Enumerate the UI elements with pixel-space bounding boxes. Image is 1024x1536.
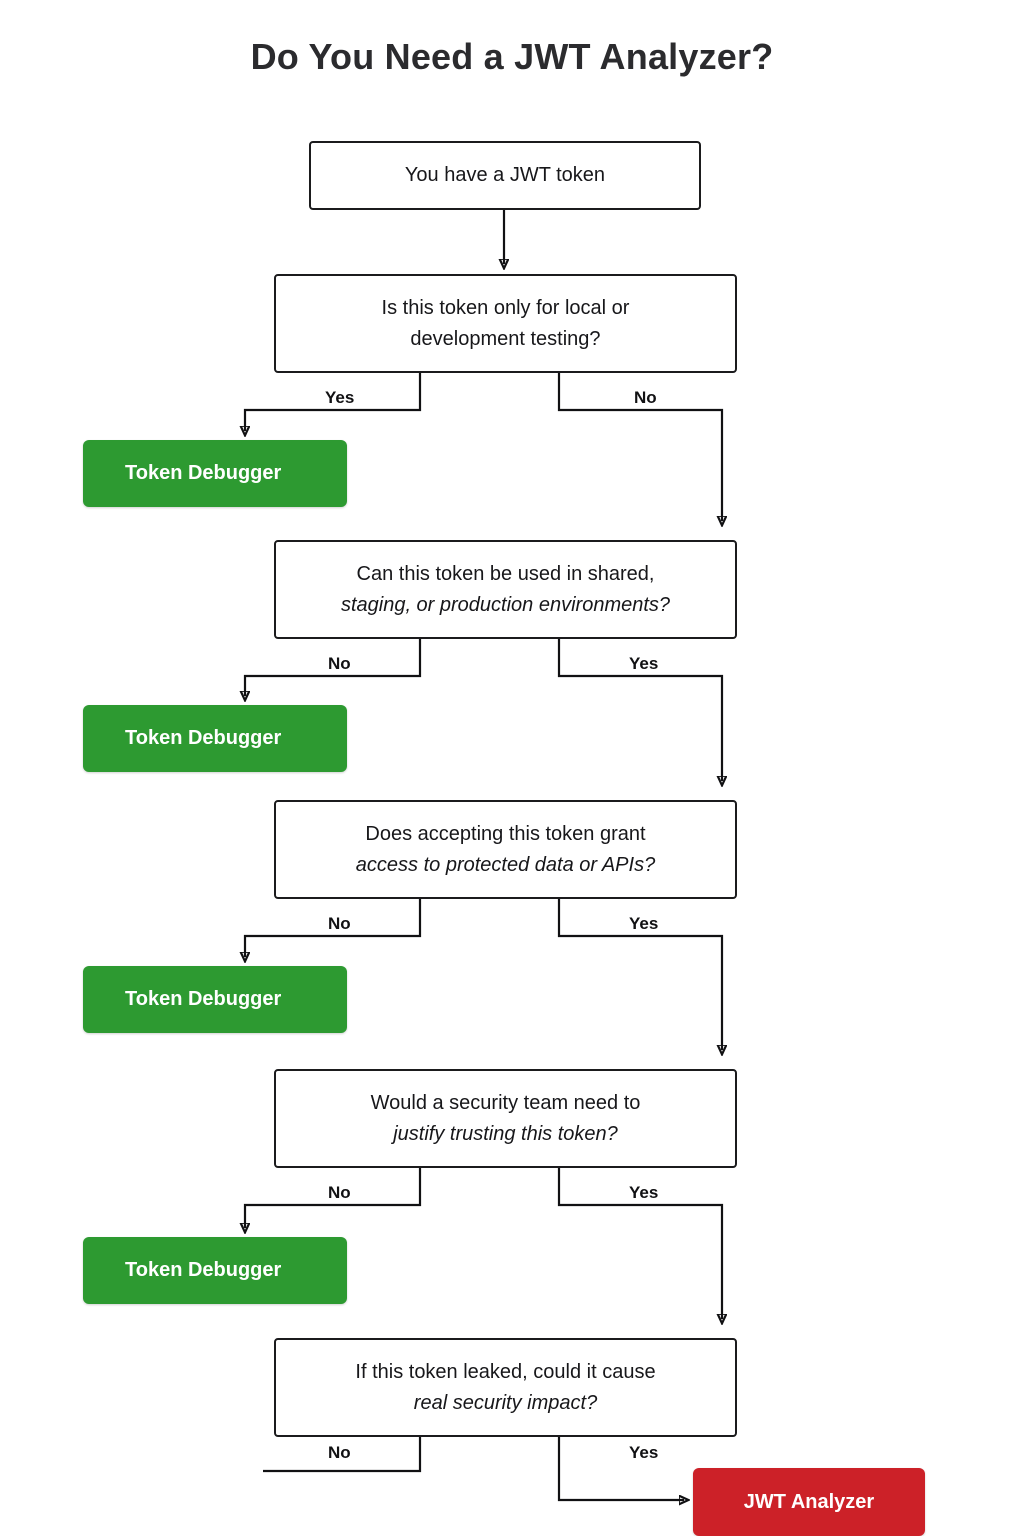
node-outcome-4[interactable]: Token Debugger — [83, 1237, 347, 1304]
node-question-1-text: Is this token only for local or developm… — [382, 293, 630, 355]
question-4-line-2: justify trusting this token? — [393, 1122, 618, 1145]
question-1-line-1: Is this token only for local or — [381, 296, 630, 319]
node-question-4[interactable]: Would a security team need to justify tr… — [274, 1069, 737, 1168]
edge-label-q3-no: No — [328, 914, 351, 933]
edge-label-q3-yes: Yes — [629, 914, 659, 933]
node-outcome-3[interactable]: Token Debugger — [83, 966, 347, 1033]
question-5-line-2: real security impact? — [413, 1391, 598, 1414]
edge-label-q4-no: No — [328, 1183, 351, 1202]
edge-q4-no — [245, 1168, 422, 1228]
node-start-label: You have a JWT token — [404, 164, 606, 186]
node-outcome-1[interactable]: Token Debugger — [83, 440, 347, 507]
node-question-1[interactable]: Is this token only for local or developm… — [274, 274, 737, 373]
node-outcome-1-label: Token Debugger — [125, 462, 282, 484]
question-2-line-1: Can this token be used in shared, — [356, 562, 655, 585]
question-3-line-1: Does accepting this token grant — [365, 822, 646, 845]
edge-label-q2-yes: Yes — [629, 654, 659, 673]
node-question-5-text: If this token leaked, could it cause rea… — [355, 1357, 655, 1419]
node-outcome-final[interactable]: JWT Analyzer — [693, 1468, 925, 1536]
node-question-2[interactable]: Can this token be used in shared, stagin… — [274, 540, 737, 639]
node-question-4-text: Would a security team need to justify tr… — [371, 1088, 641, 1150]
edge-q5-no — [263, 1437, 422, 1473]
question-5-line-1: If this token leaked, could it cause — [355, 1360, 656, 1383]
edge-q5-yes — [557, 1437, 684, 1500]
edge-label-q4-yes: Yes — [629, 1183, 659, 1202]
node-question-5[interactable]: If this token leaked, could it cause rea… — [274, 1338, 737, 1437]
question-2-line-2: staging, or production environments? — [340, 593, 671, 616]
node-outcome-3-label: Token Debugger — [125, 988, 282, 1010]
node-question-3[interactable]: Does accepting this token grant access t… — [274, 800, 737, 899]
node-question-2-text: Can this token be used in shared, stagin… — [341, 559, 670, 621]
edge-q2-no — [245, 639, 422, 696]
node-outcome-final-label: JWT Analyzer — [743, 1490, 875, 1513]
edge-label-q2-no: No — [328, 654, 351, 673]
edge-label-q1-yes: Yes — [325, 388, 355, 407]
node-outcome-4-label: Token Debugger — [125, 1259, 282, 1281]
edge-label-q1-no: No — [634, 388, 657, 407]
edge-label-q5-no: No — [328, 1443, 351, 1462]
node-question-3-text: Does accepting this token grant access t… — [356, 819, 655, 881]
question-3-line-2: access to protected data or APIs? — [355, 853, 656, 876]
question-4-line-1: Would a security team need to — [370, 1091, 641, 1114]
edge-q3-yes — [557, 899, 722, 1050]
node-start[interactable]: You have a JWT token — [309, 141, 701, 210]
page-title: Do You Need a JWT Analyzer? — [250, 36, 774, 77]
edge-label-q5-yes: Yes — [629, 1443, 659, 1462]
edge-q1-no — [557, 373, 722, 521]
edge-q1-yes — [245, 373, 422, 431]
question-1-line-2: development testing? — [410, 327, 601, 350]
node-outcome-2-label: Token Debugger — [125, 727, 282, 749]
edge-q4-yes — [557, 1168, 722, 1319]
edge-q3-no — [245, 899, 422, 957]
edge-q2-yes — [557, 639, 722, 781]
node-outcome-2[interactable]: Token Debugger — [83, 705, 347, 772]
